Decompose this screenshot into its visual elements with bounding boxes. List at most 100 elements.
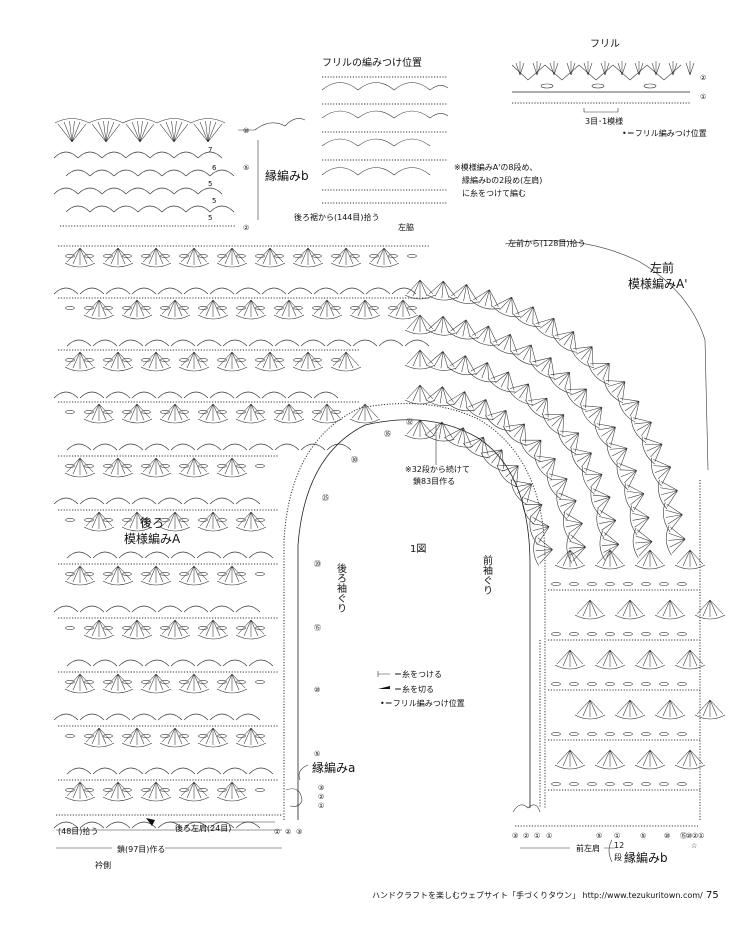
arc-mark [287, 391, 313, 399]
leaf-mark [198, 410, 208, 414]
arc-mark [118, 767, 144, 775]
arc-mark [313, 391, 339, 399]
leaf-mark [255, 788, 265, 792]
leaf-mark [65, 518, 75, 522]
arc-mark [235, 713, 261, 721]
arc-mark [92, 551, 118, 559]
leaf-mark [659, 632, 669, 636]
arc-mark [222, 767, 248, 775]
frill-row-2: ② [700, 74, 706, 82]
fanD-mark [518, 490, 549, 527]
arc-mark [209, 497, 235, 505]
leaf-mark [236, 788, 246, 792]
back-body-pattern [53, 245, 430, 829]
fanD-mark [654, 599, 686, 620]
leaf-mark [198, 358, 208, 362]
fanD-mark [426, 314, 459, 337]
armhole-row-15: ⑮ [314, 624, 321, 632]
leaf-mark [141, 680, 151, 684]
leaf-mark [141, 572, 151, 576]
arc-mark [79, 497, 105, 505]
arc-mark [248, 551, 274, 559]
arc-mark [339, 287, 365, 295]
leaf-mark [369, 306, 379, 310]
leaf-mark [331, 306, 341, 310]
svg-text:前袖ぐり: 前袖ぐり [481, 554, 493, 595]
arc-mark [79, 287, 105, 295]
fanD-mark [594, 505, 620, 539]
arc-mark [105, 821, 131, 829]
fanD-mark [404, 349, 436, 370]
fanD-mark [661, 499, 686, 533]
arc-mark [118, 659, 144, 667]
leaf-mark [587, 632, 597, 636]
edging-b-top-block: ⑩ ⑤ ② 7 6 5 5 5 縁編みb [53, 118, 309, 232]
leaf-mark [255, 254, 265, 258]
arc-mark [222, 443, 248, 451]
twelve-rows-unit: 段 [614, 852, 622, 862]
fanU-mark [190, 118, 226, 143]
leaf-mark [217, 358, 227, 362]
arc-mark [53, 187, 79, 195]
arc-mark [89, 205, 115, 213]
leaf-mark [84, 518, 94, 522]
continue-note-1: ※32段から続けて [405, 464, 470, 474]
leaf-mark [217, 518, 227, 522]
arc-mark [66, 767, 92, 775]
arc-mark [89, 169, 115, 177]
arc-mark [326, 339, 352, 347]
arc-mark [183, 497, 209, 505]
arc-mark [173, 151, 199, 159]
frill-fan [532, 61, 542, 76]
leaf-mark [623, 682, 633, 686]
leaf-mark [160, 410, 170, 414]
leaf-mark [274, 410, 284, 414]
leaf-mark [236, 358, 246, 362]
top-row-2: ② [243, 224, 249, 232]
fanD-mark [594, 649, 626, 670]
arc-mark [131, 287, 157, 295]
leaf-mark [160, 788, 170, 792]
leaf-mark [160, 464, 170, 468]
fanD-mark [627, 408, 660, 445]
arc-mark [65, 205, 91, 213]
leaf-mark [677, 582, 687, 586]
leaf-mark [255, 464, 265, 468]
leaf-mark [122, 572, 132, 576]
fanD-mark [425, 349, 459, 373]
leaf-mark [569, 732, 579, 736]
top-row-10: ⑩ [243, 127, 249, 135]
arc-mark [131, 391, 157, 399]
leaf-mark [103, 410, 113, 414]
leaf-mark [369, 254, 379, 258]
leaf-mark [587, 582, 597, 586]
fanU-mark [156, 118, 192, 143]
arc-mark [157, 287, 183, 295]
arc-mark [65, 169, 91, 177]
fanD-mark [614, 699, 646, 720]
leaf-mark [141, 358, 151, 362]
leaf-mark [103, 680, 113, 684]
edging-a: 縁編みa ② ① ③ ① ② ③ [274, 760, 355, 836]
fanD-mark [527, 348, 564, 383]
arc-mark [137, 169, 163, 177]
arc-mark [196, 339, 222, 347]
leaf-mark [84, 680, 94, 684]
fanD-mark [627, 502, 653, 536]
leaf-mark [84, 410, 94, 414]
chain-97-label: 鎖(97目)作る [117, 844, 165, 854]
armhole-row-30: ㉚ [351, 456, 358, 464]
leaf-mark [605, 582, 615, 586]
armhole-row-35: ㉟ [384, 430, 391, 438]
fanD-mark [584, 352, 621, 388]
leaf-mark [255, 680, 265, 684]
legend-attach: ＝糸をつける [394, 669, 442, 679]
arc-mark [183, 391, 209, 399]
arc-mark [196, 659, 222, 667]
leaf-mark [350, 254, 360, 258]
arc-mark [209, 713, 235, 721]
leaf-mark [331, 254, 341, 258]
footer-text: ハンドクラフトを楽しむウェブサイト「手づくりタウン」 http://www.te… [372, 890, 703, 900]
leaf-mark [293, 306, 303, 310]
arc-mark [222, 659, 248, 667]
